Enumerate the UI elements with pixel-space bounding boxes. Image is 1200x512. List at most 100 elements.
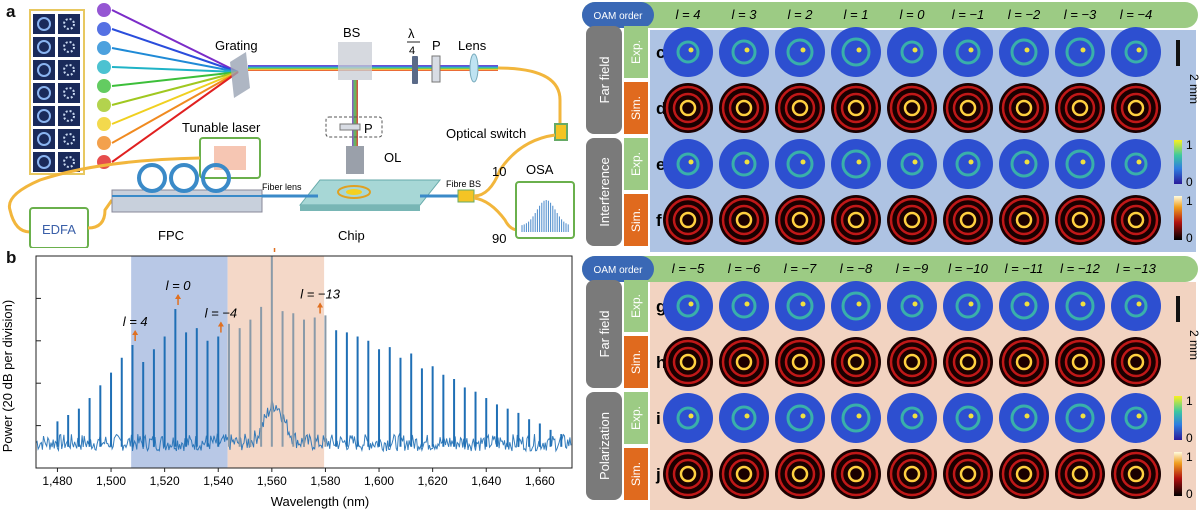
group-label: Polarization [597,412,612,480]
mode-image [719,27,769,77]
mode-image [1055,449,1105,499]
oam-order-label: l = 0 [900,7,926,22]
oam-order-label: l = −2 [1008,7,1041,22]
panel-a-letter: a [6,2,16,21]
shaded-region-1 [131,256,228,468]
beam-line [111,66,239,73]
group-label: Far field [597,311,612,358]
colorbar-f-min: 0 [1186,231,1193,245]
mode-tile [33,129,55,149]
x-axis-label: Wavelength (nm) [271,494,370,509]
mode-tile [58,83,80,103]
beam-line [111,71,239,106]
mode-image [663,195,713,245]
polarizer-mid-box [325,116,383,138]
fiber-laser-edfa [7,156,201,234]
chip-label: Chip [338,228,365,243]
mode-image [775,139,825,189]
row-letter: j [655,465,661,484]
mode-tile [58,129,80,149]
mode-image [1111,139,1161,189]
grating-element [230,52,250,98]
beam-line [111,71,239,144]
scale-bar-top-label: 2 mm [1187,74,1200,104]
fpc-loops [137,163,231,193]
shaded-region-2 [227,256,325,468]
mode-image [719,195,769,245]
group-label: Far field [597,57,612,104]
colorbar-f [1174,196,1182,240]
mode-image [831,83,881,133]
row-tag-label: Sim. [629,462,643,486]
row-letter: c [656,43,665,62]
mode-image [943,337,993,387]
mode-image [663,83,713,133]
colorbar-j-max: 1 [1186,450,1193,464]
oam-order-label: l = 3 [732,7,758,22]
mode-image [663,449,713,499]
mode-tile [58,60,80,80]
row-tag-box [624,194,648,246]
top-order-bar [582,2,1198,28]
row-letter: d [656,99,666,118]
y-axis-label: Power (20 dB per division) [0,300,15,452]
group-label-box [586,280,622,388]
x-tick-label: 1,560 [257,474,287,488]
lens-label: Lens [458,38,487,53]
group-label-box [586,392,622,500]
ninety-label: 90 [492,231,506,246]
comb-spectrum-chart: l = 4l = 0l = −4l = −9l = −13 1,4801,500… [0,248,573,509]
annotation-label: l = −13 [300,286,341,301]
mode-image [999,27,1049,77]
row-letter: g [656,297,666,316]
quarter-wave-plate [412,56,418,84]
beam-spot [97,98,111,112]
mode-image [943,281,993,331]
mode-image [1111,195,1161,245]
beam-line [111,71,239,125]
x-tick-label: 1,500 [96,474,126,488]
p-mid-label: P [364,121,373,136]
mode-image [943,195,993,245]
plot-frame [35,255,573,469]
mode-image [943,27,993,77]
mode-image [663,337,713,387]
scale-bar-bottom-label: 2 mm [1187,330,1200,360]
mode-image [887,83,937,133]
mode-image [775,281,825,331]
osa-spectrum-thumb [521,200,569,232]
mode-image [999,337,1049,387]
fpc-label: FPC [158,228,184,243]
colorbar-i-min: 0 [1186,431,1193,445]
row-tag-box [624,82,648,134]
oam-order-label: l = −5 [672,261,705,276]
bottom-order-bar [582,256,1198,282]
panel-b-letter: b [6,248,17,267]
x-tick-label: 1,600 [364,474,394,488]
lambda-den: 4 [409,45,415,57]
x-tick-label: 1,480 [42,474,72,488]
fiber-to-switch [497,66,562,130]
top-oam-pill [582,2,654,28]
row-letter: e [656,155,665,174]
ten-label: 10 [492,164,506,179]
colorbar-e [1174,140,1182,184]
x-tick-label: 1,540 [203,474,233,488]
objective-lens [346,146,364,174]
colorbar-e-min: 0 [1186,175,1193,189]
colorbar-i [1174,396,1182,440]
mode-image [1055,195,1105,245]
oam-order-label: l = −13 [1116,261,1157,276]
mode-image [831,139,881,189]
main-beam [248,65,498,71]
row-tag-box [624,336,648,388]
mode-tile [33,14,55,34]
beam-spot [97,3,111,17]
bottom-oam-label: OAM order [594,265,644,276]
oam-order-label: l = 2 [788,7,814,22]
row-tag-box [624,280,648,332]
mode-image [1055,83,1105,133]
beam-splitter [338,42,372,80]
mode-image [719,449,769,499]
